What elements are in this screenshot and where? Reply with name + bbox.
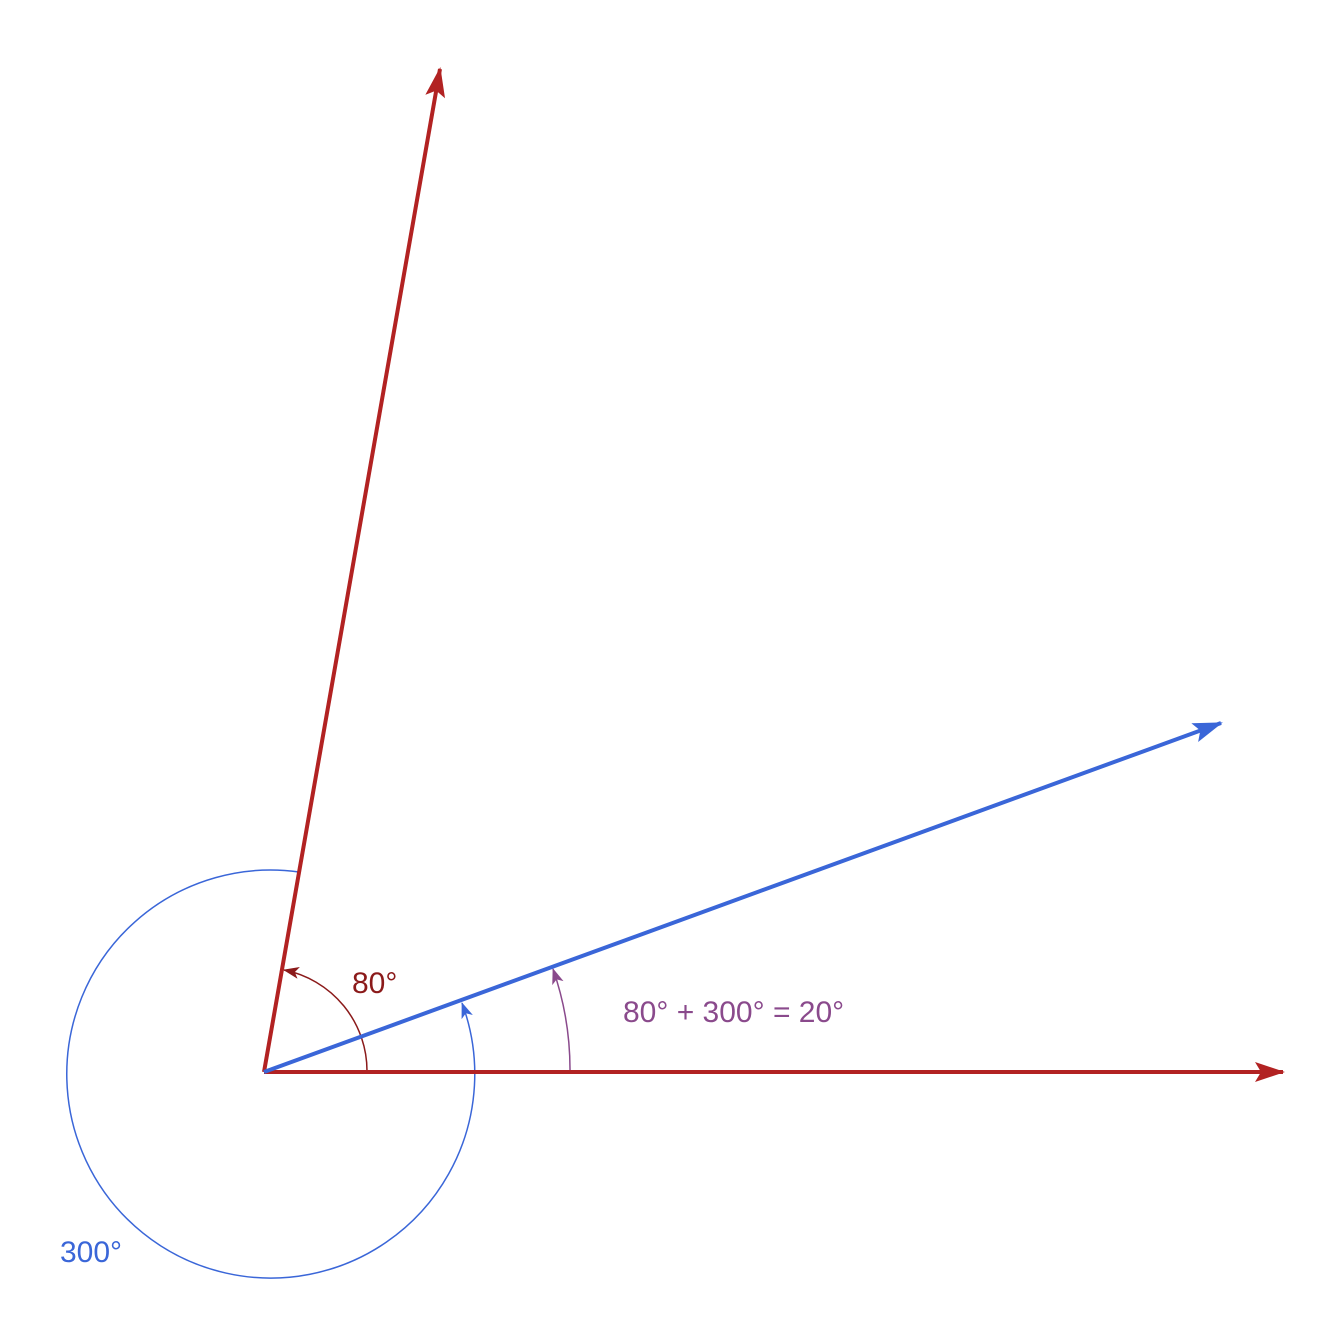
label-sum-equation: 80° + 300° = 20° xyxy=(623,996,844,1029)
label-80: 80° xyxy=(352,967,397,1000)
vector-20-degrees xyxy=(263,721,1223,1074)
angle-arc-80 xyxy=(283,967,368,1073)
angle-arc-300 xyxy=(66,869,476,1279)
angle-arc-20 xyxy=(552,968,571,1073)
vector-80-degrees xyxy=(262,67,446,1073)
label-300: 300° xyxy=(60,1236,122,1269)
